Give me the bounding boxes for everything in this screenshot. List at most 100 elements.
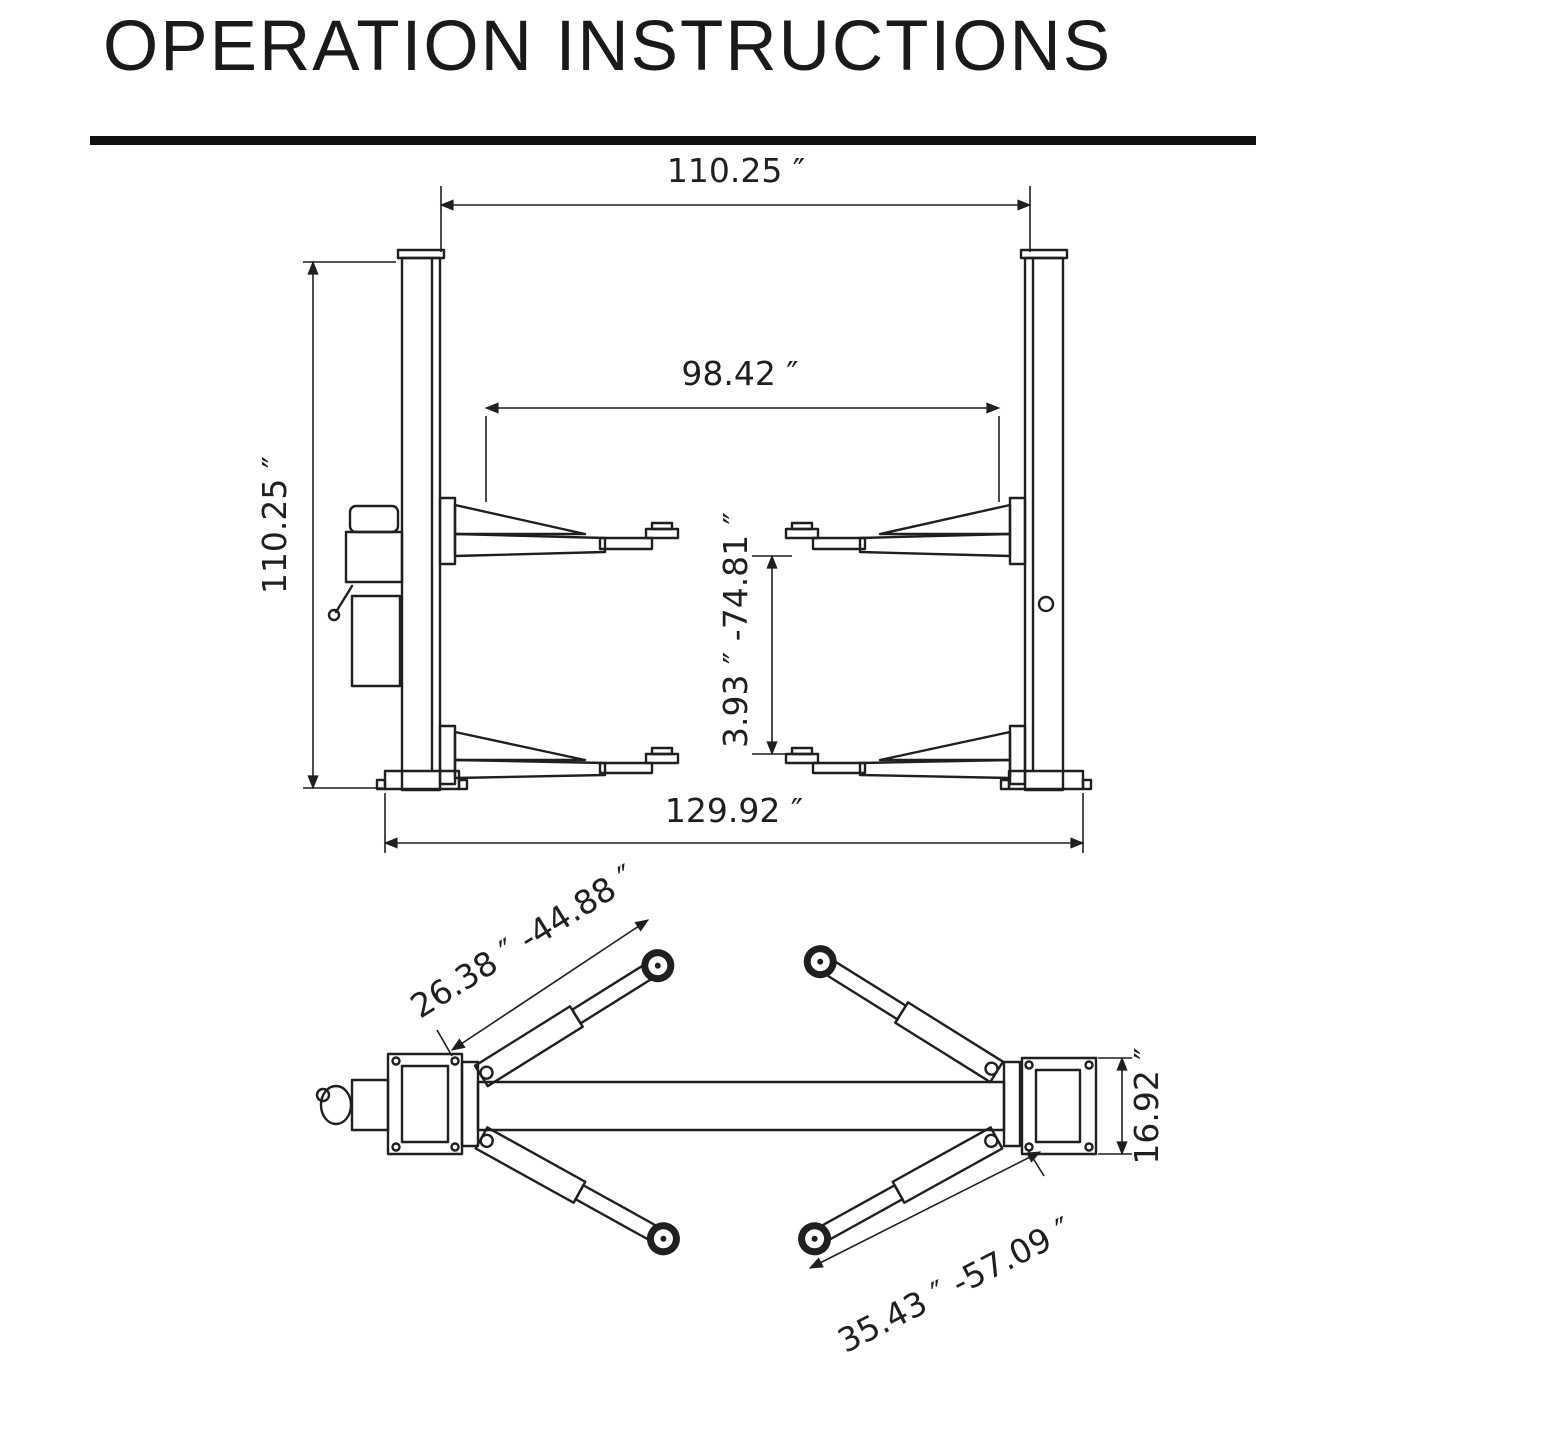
right-column <box>999 248 1093 792</box>
left-column <box>375 248 469 792</box>
plan-motor-knob <box>315 1087 331 1103</box>
dim-top-width-label: 110.25 ″ <box>667 151 805 190</box>
plan-right-base <box>1002 1056 1098 1156</box>
dim-overall-width: 129.92 ″ <box>383 791 1085 853</box>
dim-pad-range-label: 3.93 ″ -74.81 ″ <box>716 512 755 748</box>
arm-pad <box>803 945 837 979</box>
front-view: 110.25 ″ 98.42 ″ 110.25 ″ 3.9 <box>255 151 1093 853</box>
pad-upper-left <box>644 527 680 540</box>
left-column-body <box>400 256 442 792</box>
left-base-plate <box>383 769 461 791</box>
title-rule <box>90 136 1256 145</box>
arm-pivot-pin <box>479 1065 494 1080</box>
plan-right-carriage <box>1002 1060 1022 1148</box>
arm-pad <box>646 1222 680 1256</box>
gusset-upper-right <box>878 503 1012 536</box>
left-anchor-tab-outer <box>375 778 387 791</box>
right-anchor-tab-outer <box>1081 778 1093 791</box>
right-column-hole <box>1037 595 1055 613</box>
dim-overall-width-label: 129.92 ″ <box>665 791 803 830</box>
plan-left-column-section <box>400 1064 450 1144</box>
pad-upper-right <box>784 527 820 540</box>
lowered-carriage-left <box>438 724 680 786</box>
oil-tank <box>350 594 402 688</box>
plan-left-carriage <box>460 1060 480 1148</box>
swing-arm-rear-right <box>798 1126 1004 1256</box>
gusset-upper-left <box>453 503 587 536</box>
carriage-upper-left <box>438 496 457 566</box>
plan-power-unit <box>350 1078 390 1132</box>
bolt-hole <box>1024 1060 1034 1070</box>
arm-pivot-pin <box>479 1133 494 1149</box>
plan-right-baseplate <box>1020 1056 1098 1156</box>
pad-lower-right <box>784 752 820 765</box>
dim-short-arm: 26.38 ″ -44.88 ″ <box>404 857 650 1057</box>
arm-pad-center <box>817 958 824 965</box>
motor <box>348 504 400 534</box>
arm-pad-center <box>660 1235 667 1242</box>
dim-inner-width-label: 98.42 ″ <box>681 354 798 393</box>
pad-cap-lower-right <box>790 746 814 756</box>
arm-outer-section <box>574 1184 657 1241</box>
dim-column-height-label: 110.25 ″ <box>255 456 294 594</box>
bolt-hole <box>450 1056 460 1066</box>
dim-column-height: 110.25 ″ <box>255 260 396 790</box>
dim-baseplate-depth-label: 16.92 ″ <box>1127 1047 1166 1164</box>
arm-ext-lower-right <box>811 761 867 775</box>
arm-ext-upper-left <box>598 536 654 551</box>
floor-plate <box>476 1080 1006 1132</box>
dim-long-arm-line <box>808 1151 1042 1269</box>
raised-carriage-left <box>438 496 680 566</box>
arm-upper-left <box>453 532 607 558</box>
arm-ext-upper-right <box>811 536 867 551</box>
gusset-lower-right <box>878 730 1012 762</box>
dim-top-width: 110.25 ″ <box>439 151 1032 252</box>
lowering-lever <box>334 584 354 614</box>
arm-outer-section <box>570 965 652 1025</box>
bolt-hole <box>391 1056 401 1066</box>
right-column-body <box>1023 256 1065 792</box>
lever-knob <box>327 608 341 622</box>
dim-pad-height-range: 3.93 ″ -74.81 ″ <box>716 512 792 756</box>
power-unit <box>327 504 404 688</box>
dim-long-arm-label: 35.43 ″ -57.09 ″ <box>831 1209 1078 1360</box>
dim-short-arm-leader <box>436 1029 453 1057</box>
dim-short-arm-line <box>450 919 650 1051</box>
pad-cap-lower-left <box>650 746 674 756</box>
page-title: OPERATION INSTRUCTIONS <box>103 7 1113 86</box>
dim-short-arm-label: 26.38 ″ -44.88 ″ <box>404 857 643 1026</box>
left-anchor-tab-inner <box>457 778 469 791</box>
right-anchor-tab-inner <box>999 778 1011 791</box>
swing-arm-rear-left <box>474 1126 680 1256</box>
gusset-lower-left <box>453 730 587 762</box>
carriage-upper-right <box>1008 496 1027 566</box>
dim-baseplate-depth: 16.92 ″ <box>1098 1047 1166 1165</box>
arm-upper-right <box>858 532 1012 558</box>
arm-ext-lower-left <box>598 761 654 775</box>
arm-pad-center <box>654 962 661 969</box>
carriage-lower-right <box>1008 724 1027 786</box>
swing-arm-front-right <box>803 945 1005 1084</box>
bolt-hole <box>1024 1142 1034 1152</box>
plan-view: 26.38 ″ -44.88 ″ 35.43 ″ -57.09 ″ 16.92 … <box>315 857 1166 1360</box>
raised-carriage-right <box>784 496 1027 566</box>
dim-inner-width: 98.42 ″ <box>484 354 1001 502</box>
pad-cap-upper-right <box>790 521 814 531</box>
lowered-carriage-right <box>784 724 1027 786</box>
plan-motor <box>319 1084 353 1126</box>
bolt-hole <box>450 1142 460 1152</box>
pad-cap-upper-left <box>650 521 674 531</box>
plan-left-base <box>315 1052 480 1156</box>
arm-lower-right <box>858 758 1012 780</box>
arm-pivot-pin <box>984 1061 999 1076</box>
pad-lower-left <box>644 752 680 765</box>
pump-body <box>344 530 404 584</box>
arm-outer-section <box>821 1184 904 1241</box>
bolt-hole <box>1084 1142 1094 1152</box>
right-base-plate <box>1007 769 1085 791</box>
bolt-hole <box>1084 1060 1094 1070</box>
carriage-lower-left <box>438 724 457 786</box>
arm-outer-section <box>826 961 908 1021</box>
